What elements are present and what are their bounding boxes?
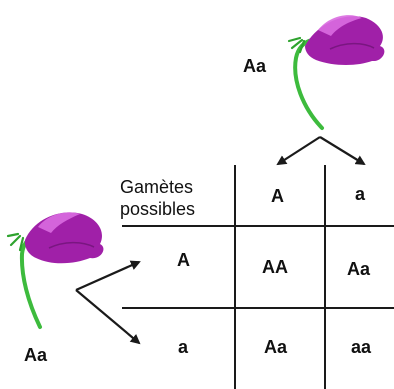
top-flower-icon	[287, 15, 385, 130]
header-line-2: possibles	[120, 199, 196, 219]
header-line-1: Gamètes	[120, 177, 194, 197]
row-gamete-1: A	[177, 250, 190, 270]
top-gamete-arrows	[276, 136, 366, 166]
cell-offspring-2-1: Aa	[264, 337, 288, 357]
cell-offspring-1-2: Aa	[347, 259, 371, 279]
column-gamete-2: a	[355, 184, 366, 204]
table-header-label: Gamètes possibles	[120, 176, 195, 220]
row-gamete-2: a	[178, 337, 189, 357]
left-gamete-arrows	[75, 260, 141, 345]
top-parent-genotype: Aa	[243, 56, 267, 76]
column-gamete-1: A	[271, 186, 284, 206]
left-parent-genotype: Aa	[24, 345, 48, 365]
left-flower-icon	[6, 212, 104, 329]
cell-offspring-1-1: AA	[262, 257, 288, 277]
punnett-grid	[122, 165, 394, 389]
cell-offspring-2-2: aa	[351, 337, 372, 357]
